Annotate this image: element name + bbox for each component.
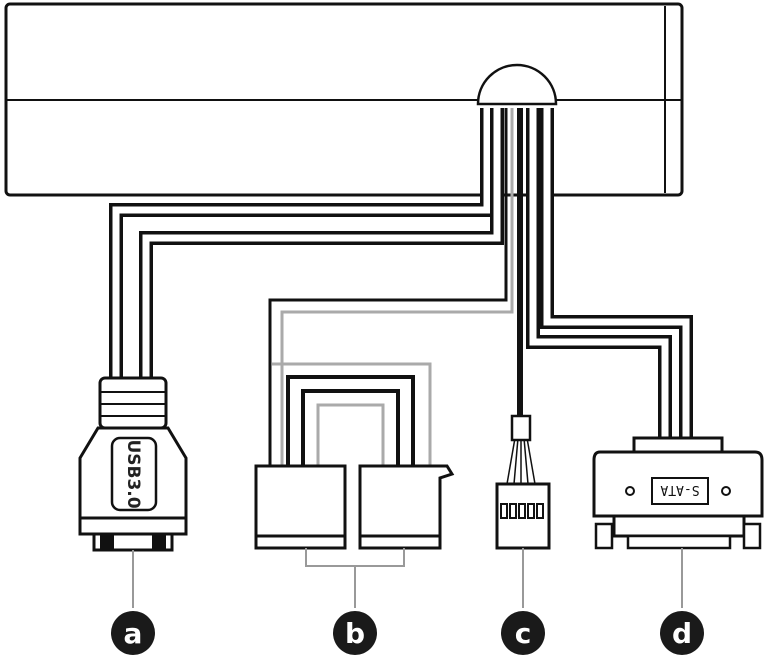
- sata-connector: S-ATA: [592, 436, 764, 608]
- sata-label: S-ATA: [660, 482, 699, 497]
- svg-text:a: a: [124, 617, 143, 650]
- sata-cable: [526, 108, 693, 440]
- usb-cable: [109, 108, 504, 382]
- svg-text:c: c: [515, 617, 532, 650]
- molex-cable: [268, 108, 514, 470]
- header-cable: [506, 108, 536, 485]
- label-d: d: [660, 611, 704, 655]
- cable-grommet: [476, 63, 558, 106]
- usb3-label: USB3.0: [123, 439, 143, 508]
- molex-connector: [254, 464, 455, 608]
- label-b: b: [333, 611, 377, 655]
- svg-text:d: d: [672, 617, 692, 650]
- label-c: c: [501, 611, 545, 655]
- usb3-connector: USB3.0: [78, 376, 188, 608]
- pin-header-connector: [495, 414, 551, 608]
- svg-text:b: b: [345, 617, 365, 650]
- label-a: a: [111, 611, 155, 655]
- front-panel-unit: [4, 2, 684, 197]
